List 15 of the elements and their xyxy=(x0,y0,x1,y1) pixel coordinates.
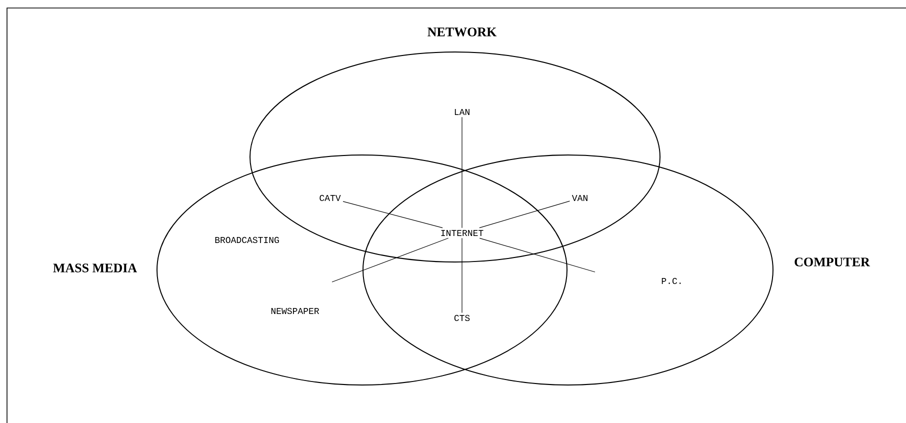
term-label: P.C. xyxy=(662,278,681,284)
term-label: CATV xyxy=(320,194,341,202)
heading: NETWORK xyxy=(428,28,497,36)
connector-line xyxy=(342,201,443,228)
heading: COMPUTER xyxy=(794,258,870,266)
heading: MASS MEDIA xyxy=(53,264,137,272)
term-label: BROADCASTING xyxy=(215,236,279,244)
term-label: CTS xyxy=(454,314,470,322)
term-label: VAN xyxy=(572,195,588,201)
term-label: NEWSPAPER xyxy=(271,308,320,314)
connector-line xyxy=(479,238,596,272)
connector-line xyxy=(332,238,449,282)
term-label: INTERNET xyxy=(441,230,484,236)
connector-line xyxy=(479,200,570,228)
term-label: LAN xyxy=(454,109,470,115)
